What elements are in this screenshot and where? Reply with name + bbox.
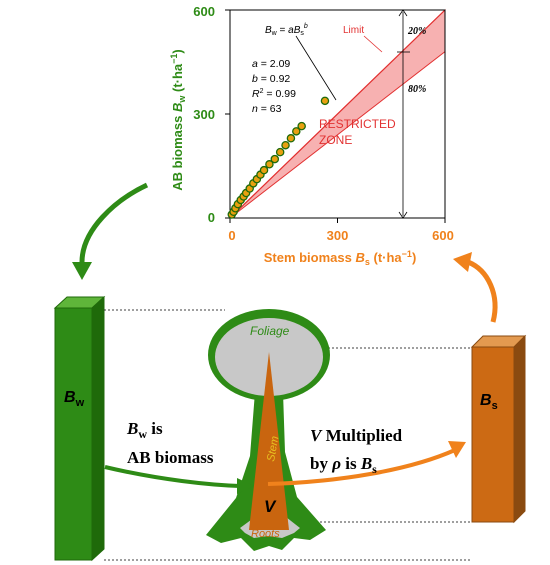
arrow-bs-to-chart — [466, 259, 498, 323]
arrow-chart-to-bw-head — [72, 262, 92, 280]
stat-r2: R2 = 0.99 — [252, 88, 296, 100]
arrow-v-to-bs-head — [448, 441, 466, 458]
data-point — [259, 165, 269, 175]
arrow-chart-to-bw — [79, 182, 149, 263]
fit-equation: Bw = aBsb — [265, 23, 308, 37]
arrow-bw-to-tree — [104, 465, 241, 488]
y-tick-label: 600 — [193, 4, 215, 19]
data-point — [270, 154, 280, 164]
stem-label: Stem — [265, 435, 281, 462]
limit-line — [229, 9, 446, 219]
stat-n: n = 63 — [252, 103, 282, 115]
bs-box-label: Bs — [480, 392, 498, 412]
scatter-chart: 0 300 600 0 300 600 AB biomass Bw (t·ha−… — [169, 4, 454, 267]
y-tick-marks — [225, 9, 230, 219]
limit-label: Limit — [343, 25, 364, 36]
bs-box: Bs — [470, 334, 527, 524]
y-axis-label: AB biomass Bw (t·ha−1) — [169, 49, 187, 191]
arrow-v-to-bs — [267, 448, 456, 486]
y-tick-label: 0 — [208, 210, 215, 225]
x-tick-label: 300 — [327, 228, 349, 243]
left-caption-line2: AB biomass — [127, 448, 214, 467]
stat-b: b = 0.92 — [252, 73, 290, 85]
data-point — [297, 121, 306, 131]
arrow-bw-to-tree-head — [237, 478, 254, 494]
equation-leader-line — [295, 35, 337, 101]
restricted-zone-label-line2: ZONE — [319, 133, 352, 147]
data-point — [286, 134, 296, 143]
limit-leader-line — [363, 35, 383, 53]
pct-80-label: 80% — [408, 84, 426, 95]
x-tick-label: 600 — [432, 228, 454, 243]
arrow-bs-to-chart-head — [453, 252, 472, 272]
pct-20-label: 20% — [407, 26, 426, 37]
volume-label: V — [264, 497, 277, 516]
bw-box-label: Bw — [64, 389, 85, 409]
right-caption-line1: V Multiplied — [310, 426, 403, 445]
y-tick-label: 300 — [193, 107, 215, 122]
measure-arrow-bottom — [398, 211, 408, 219]
stat-a: a = 2.09 — [252, 58, 290, 70]
roots-label: Roots — [251, 528, 280, 540]
data-point — [265, 160, 274, 169]
right-caption-line2: by ρ is Bs — [310, 454, 377, 476]
data-point — [292, 127, 301, 136]
fit-stats: a = 2.09 b = 0.92 R2 = 0.99 n = 63 — [252, 58, 296, 115]
x-tick-marks — [229, 218, 446, 223]
data-point — [320, 96, 330, 106]
foliage-label: Foliage — [250, 324, 290, 338]
tree: Foliage Stem V Roots — [206, 309, 330, 551]
data-point — [281, 140, 290, 150]
data-point — [275, 147, 285, 157]
restricted-zone-label-line1: RESTRICTED — [319, 117, 396, 131]
left-caption-line1: Bw is — [126, 419, 163, 441]
bw-box: Bw — [53, 295, 106, 562]
x-axis-label: Stem biomass Bs (t·ha−1) — [264, 249, 417, 267]
measure-arrow-top — [398, 9, 408, 17]
data-points — [227, 96, 330, 219]
x-tick-label: 0 — [228, 228, 235, 243]
